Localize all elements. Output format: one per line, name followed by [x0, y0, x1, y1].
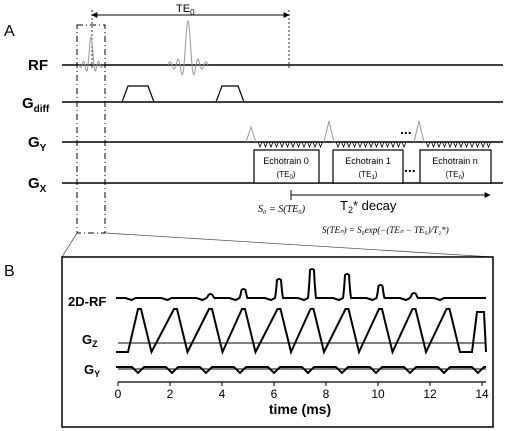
- zoom-connector-left: [61, 232, 78, 258]
- gy-phase-blip: [385, 141, 390, 149]
- gy-prephase-blip-0: [245, 125, 257, 143]
- gy-phase-blip: [368, 141, 374, 149]
- echotrain-1-name: Echotrain 1: [345, 156, 391, 166]
- gy-ellipsis: ...: [400, 121, 412, 137]
- gy-phase-blip: [285, 141, 290, 149]
- gy-phase-blip: [274, 141, 279, 149]
- diffusion-gradient-2: [215, 85, 245, 103]
- gy-phase-blip: [335, 141, 341, 149]
- echotrain-1-te: (TE1): [359, 170, 378, 181]
- gy-phase-blip: [307, 141, 312, 149]
- time-tick-label: 14: [475, 387, 489, 401]
- panel-b-label: B: [4, 263, 15, 280]
- gy-phase-blip: [425, 141, 431, 149]
- diffusion-gradient-1: [121, 85, 155, 103]
- gy-phase-blip: [263, 141, 268, 149]
- time-tick-label: 4: [219, 387, 226, 401]
- gy-phase-blip: [279, 141, 285, 149]
- gy-phase-blip: [301, 141, 307, 149]
- echotrain-n-te: (TEn): [446, 170, 465, 181]
- gy-prephase-blip-n: [413, 120, 425, 143]
- gy-phase-blip: [290, 141, 296, 149]
- equation-s0: S₀ = S(TE₀): [258, 204, 306, 215]
- gy-phase-blip: [379, 141, 385, 149]
- gy-phase-blip: [442, 141, 447, 149]
- gz-waveform: [116, 308, 487, 356]
- zoom-connector-right: [104, 232, 494, 258]
- gy-phase-blip: [312, 141, 318, 149]
- 2d-rf-waveform: [116, 268, 486, 302]
- time-tick-label: 0: [115, 387, 122, 401]
- gy-phase-blip: [436, 141, 442, 149]
- gy-phase-blip: [401, 141, 407, 149]
- time-tick-label: 8: [323, 387, 330, 401]
- gy-phase-blip: [475, 141, 480, 149]
- gy-prephase-blip-1: [323, 120, 335, 143]
- echotrain-box-n: [419, 149, 492, 184]
- decay-label: T2* decay: [340, 198, 397, 215]
- echotrain-0-name: Echotrain 0: [263, 156, 309, 166]
- gy-phase-blips: [257, 141, 491, 149]
- time-axis-label: time (ms): [269, 401, 331, 417]
- gy-phase-blip: [464, 141, 469, 149]
- gy-phase-blip: [374, 141, 379, 149]
- gx-ellipsis: ...: [404, 159, 416, 175]
- gy-phase-blip: [396, 141, 401, 149]
- row-label-rf: RF: [28, 57, 48, 74]
- gy-phase-blip: [341, 141, 346, 149]
- echotrain-box-1: [332, 149, 404, 184]
- gy-phase-blip: [469, 141, 475, 149]
- gy-phase-blip: [257, 141, 263, 149]
- gy-phase-blip: [296, 141, 301, 149]
- echotrain-0-te: (TE0): [277, 170, 296, 181]
- gy-phase-blip: [486, 141, 491, 149]
- time-tick-label: 2: [167, 387, 174, 401]
- panel-a-label: A: [4, 23, 15, 40]
- gy-phase-blip: [431, 141, 436, 149]
- time-axis-ticks: 0 2 4 6 8 10 12 14: [115, 382, 489, 401]
- gy-phase-blip: [480, 141, 486, 149]
- gy-phase-blip: [318, 141, 323, 149]
- rf-excitation-pulse: [78, 36, 104, 72]
- te0-label: TE0: [176, 3, 195, 17]
- gy-phase-blip: [458, 141, 464, 149]
- rf-refocusing-pulse: [167, 20, 209, 76]
- row-label-gdiff: Gdiff: [22, 95, 50, 115]
- gy-phase-blip: [453, 141, 458, 149]
- row-label-gz: GZ: [82, 332, 98, 349]
- echotrain-box-0: [253, 149, 320, 184]
- time-tick-label: 10: [371, 387, 385, 401]
- row-label-gy-zoom: GY: [84, 362, 100, 379]
- echotrain-n-name: Echotrain n: [432, 156, 478, 166]
- time-tick-label: 12: [423, 387, 437, 401]
- gy-phase-blip: [357, 141, 363, 149]
- gy-phase-blip: [352, 141, 357, 149]
- equation-decay: S(TEₙ) = S₀exp(−(TEₙ − TE₀)/T₂*): [322, 225, 449, 235]
- gy-phase-blip: [363, 141, 368, 149]
- gy-phase-blip: [447, 141, 453, 149]
- gy-phase-blip: [390, 141, 396, 149]
- row-label-2d-rf: 2D-RF: [68, 294, 106, 309]
- time-tick-label: 6: [271, 387, 278, 401]
- row-label-gx: GX: [28, 175, 47, 195]
- row-label-gy: GY: [28, 134, 47, 154]
- zoom-box: [76, 24, 106, 234]
- gy-phase-blip: [346, 141, 352, 149]
- gy-phase-blip: [268, 141, 274, 149]
